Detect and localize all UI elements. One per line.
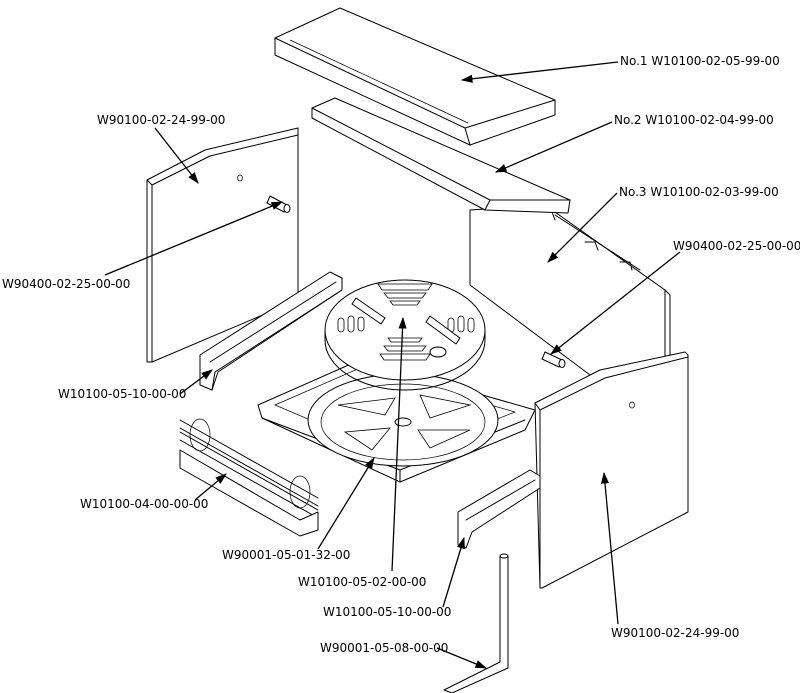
label-left-panel: W90100-02-24-99-00 (97, 113, 225, 127)
label-rod-assembly: W10100-04-00-00-00 (80, 497, 208, 511)
label-no2: No.2 W10100-02-04-99-00 (614, 113, 774, 127)
leader-rail-left (179, 369, 213, 395)
leader-tray (317, 457, 375, 550)
leader-no3 (547, 192, 618, 263)
label-no3: No.3 W10100-02-03-99-00 (619, 185, 779, 199)
leader-no1 (460, 61, 619, 83)
label-tray: W90001-05-01-32-00 (222, 548, 350, 562)
leader-right-panel (600, 471, 619, 625)
label-handle: W90001-05-08-00-00 (320, 641, 448, 655)
label-no1: No.1 W10100-02-05-99-00 (620, 54, 780, 68)
rotating-disc (324, 279, 486, 391)
leader-left-panel (154, 127, 199, 184)
back-box-panel (469, 204, 671, 376)
label-rail-left: W10100-05-10-00-00 (58, 387, 186, 401)
tray-base (257, 359, 536, 483)
pin-right (541, 351, 566, 368)
left-rail (199, 271, 343, 391)
label-rail-right: W10100-05-10-00-00 (323, 605, 451, 619)
right-side-panel (534, 351, 689, 589)
label-pin-right: W90400-02-25-00-00 (673, 239, 800, 253)
right-rail (457, 469, 541, 549)
lid-frame (311, 97, 571, 214)
label-pin-left: W90400-02-25-00-00 (2, 277, 130, 291)
callout-labels: No.1 W10100-02-05-99-00 No.2 W10100-02-0… (2, 54, 800, 655)
leader-pin-left (104, 201, 284, 276)
leader-rail-right (442, 536, 465, 608)
label-right-panel: W90100-02-24-99-00 (611, 626, 739, 640)
leader-disc (391, 316, 407, 572)
top-lid-slab (274, 7, 556, 146)
leader-lines (104, 61, 681, 669)
handle-rod (443, 553, 509, 693)
leader-no2 (494, 121, 613, 173)
leader-rod-assembly (194, 473, 227, 501)
rod-assembly (179, 418, 319, 537)
leader-pin-right (550, 251, 681, 355)
leader-handle (436, 647, 488, 669)
label-disc: W10100-05-02-00-00 (298, 575, 426, 589)
